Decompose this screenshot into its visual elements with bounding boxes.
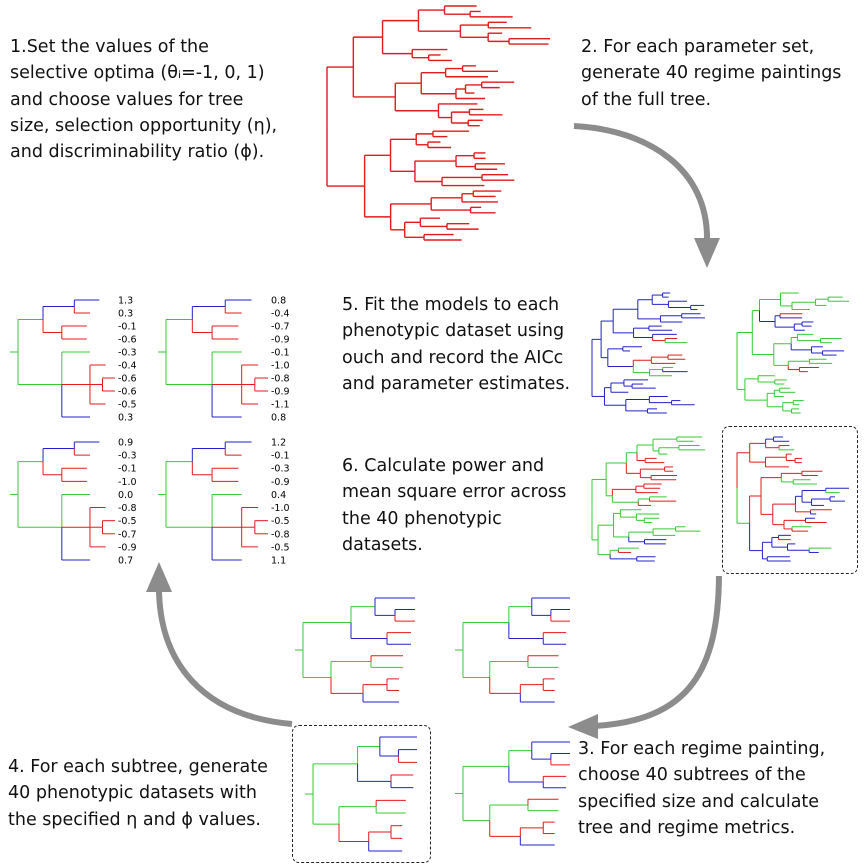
step-5-line: phenotypic dataset using [342, 321, 565, 342]
trait-value-label: 0.9 [118, 438, 133, 449]
arrow-regimes-to-subtrees [594, 575, 722, 729]
step-3-line: 3. For each regime painting, [578, 739, 826, 759]
step-6-line: the 40 phenotypic [342, 508, 502, 529]
trait-value-label: -0.3 [118, 451, 137, 462]
trait-value-label: -0.4 [271, 309, 290, 320]
trait-value-label: -1.0 [118, 477, 137, 488]
full-tree [326, 5, 550, 241]
phenotypic-dataset-tree: 0.9 -0.3 -0.1 -1.0 0.0 -0.8 -0.5 -0.7 -0.9 0.7 [10, 438, 137, 567]
subtree [305, 736, 417, 852]
step-1-line: and choose values for tree [10, 89, 244, 110]
trait-value-label: -1.0 [271, 361, 290, 372]
step-4-text: 4. For each subtree, generate 40 phenoty… [8, 754, 268, 833]
trait-value-label: 1.1 [271, 556, 286, 567]
step-3-line: tree and regime metrics. [578, 817, 796, 838]
step-4-line: the specified η and ϕ values. [8, 809, 261, 830]
trait-value-label: -0.3 [118, 348, 137, 359]
trait-value-label: -0.6 [118, 374, 137, 385]
subtree [295, 597, 415, 703]
arrowhead-step3 [568, 714, 598, 739]
phenotypic-dataset-tree: 0.8 -0.4 -0.7 -0.9 -0.1 -1.0 -0.8 -0.9 -1.1 0.8 [158, 296, 290, 424]
arrow-step2-to-regimes [573, 123, 711, 241]
trait-value-label: -0.6 [118, 335, 137, 346]
step-3-line: choose 40 subtrees of the [578, 765, 806, 786]
step-5-line: 5. Fit the models to each [342, 295, 560, 315]
step-6-line: mean square error across [342, 482, 567, 503]
trait-value-label: -0.5 [271, 516, 290, 527]
selected-regime-painting-box [722, 426, 858, 574]
trait-value-label: -0.5 [271, 542, 290, 553]
trait-value-label: 0.8 [271, 413, 286, 424]
step-2-line: 2. For each parameter set, [581, 37, 815, 57]
step-1-line: and discriminability ratio (ϕ). [10, 142, 265, 162]
step-2-line: of the full tree. [581, 89, 712, 110]
step-1-line: selective optima (θᵢ=-1, 0, 1) [10, 63, 265, 84]
trait-value-label: -0.1 [271, 348, 290, 359]
regime-painting-tree [736, 436, 849, 562]
arrowhead-step4 [146, 562, 172, 592]
trait-value-label: 1.3 [118, 296, 133, 307]
step-5-line: ouch and record the AICc [342, 347, 564, 368]
trait-value-label: 0.4 [271, 490, 286, 501]
arrow-step4-to-fits [156, 589, 293, 727]
step-1-line: size, selection opportunity (η), [10, 115, 278, 136]
step-3-text: 3. For each regime painting, choose 40 s… [578, 736, 825, 841]
step-6-line: 6. Calculate power and [342, 456, 545, 476]
trait-value-label: -0.7 [118, 529, 137, 540]
trait-value-label: -1.0 [271, 503, 290, 514]
step-6-text: 6. Calculate power and mean square error… [342, 453, 566, 558]
trait-value-label: -0.1 [118, 464, 137, 475]
trait-value-label: 0.8 [271, 296, 286, 307]
step-5-text: 5. Fit the models to each phenotypic dat… [342, 292, 570, 397]
step-6-line: datasets. [342, 534, 423, 555]
trait-value-label: -0.8 [271, 374, 290, 385]
trait-value-label: -0.4 [118, 361, 137, 372]
trait-value-label: -0.9 [271, 387, 290, 398]
phenotypic-dataset-tree: 1.3 0.3 -0.1 -0.6 -0.3 -0.4 -0.6 -0.6 -0.5 0.3 [10, 296, 137, 424]
trait-value-label: 0.3 [118, 309, 133, 320]
trait-value-label: -0.3 [271, 464, 290, 475]
step-1-line: 1.Set the values of the [10, 37, 209, 57]
trait-value-label: -1.1 [271, 400, 290, 411]
arrowhead-step2 [694, 238, 720, 268]
trait-value-label: -0.8 [271, 529, 290, 540]
step-2-line: generate 40 regime paintings [581, 63, 842, 84]
step-1-text: 1.Set the values of the selective optima… [10, 34, 277, 165]
step-4-line: 4. For each subtree, generate [8, 757, 268, 777]
selected-subtree-box [292, 725, 431, 863]
trait-value-label: 0.0 [118, 490, 133, 501]
trait-value-label: 1.2 [271, 438, 286, 449]
trait-value-label: -0.5 [118, 516, 137, 527]
trait-value-label: -0.5 [118, 400, 137, 411]
trait-value-label: -0.8 [118, 503, 137, 514]
trait-value-label: -0.1 [118, 322, 137, 333]
subtree [455, 741, 570, 846]
trait-value-label: 0.7 [118, 556, 133, 567]
trait-value-label: -0.9 [271, 477, 290, 488]
step-5-line: and parameter estimates. [342, 373, 571, 394]
step-3-line: specified size and calculate [578, 791, 820, 812]
regime-painting-tree [591, 292, 705, 414]
trait-value-label: -0.7 [271, 322, 290, 333]
trait-value-label: -0.6 [118, 387, 137, 398]
trait-value-label: -0.9 [118, 542, 137, 553]
trait-value-label: -0.9 [271, 335, 290, 346]
trait-value-label: 0.3 [118, 413, 133, 424]
subtree [455, 597, 570, 703]
regime-painting-tree [736, 292, 849, 414]
trait-value-label: -0.1 [271, 451, 290, 462]
step-2-text: 2. For each parameter set, generate 40 r… [581, 34, 841, 113]
phenotypic-dataset-tree: 1.2 -0.1 -0.3 -0.9 0.4 -1.0 -0.5 -0.8 -0.5 1.1 [158, 438, 290, 567]
step-4-line: 40 phenotypic datasets with [8, 783, 257, 804]
regime-painting-tree [591, 436, 705, 562]
cycle-arrows [146, 123, 722, 739]
